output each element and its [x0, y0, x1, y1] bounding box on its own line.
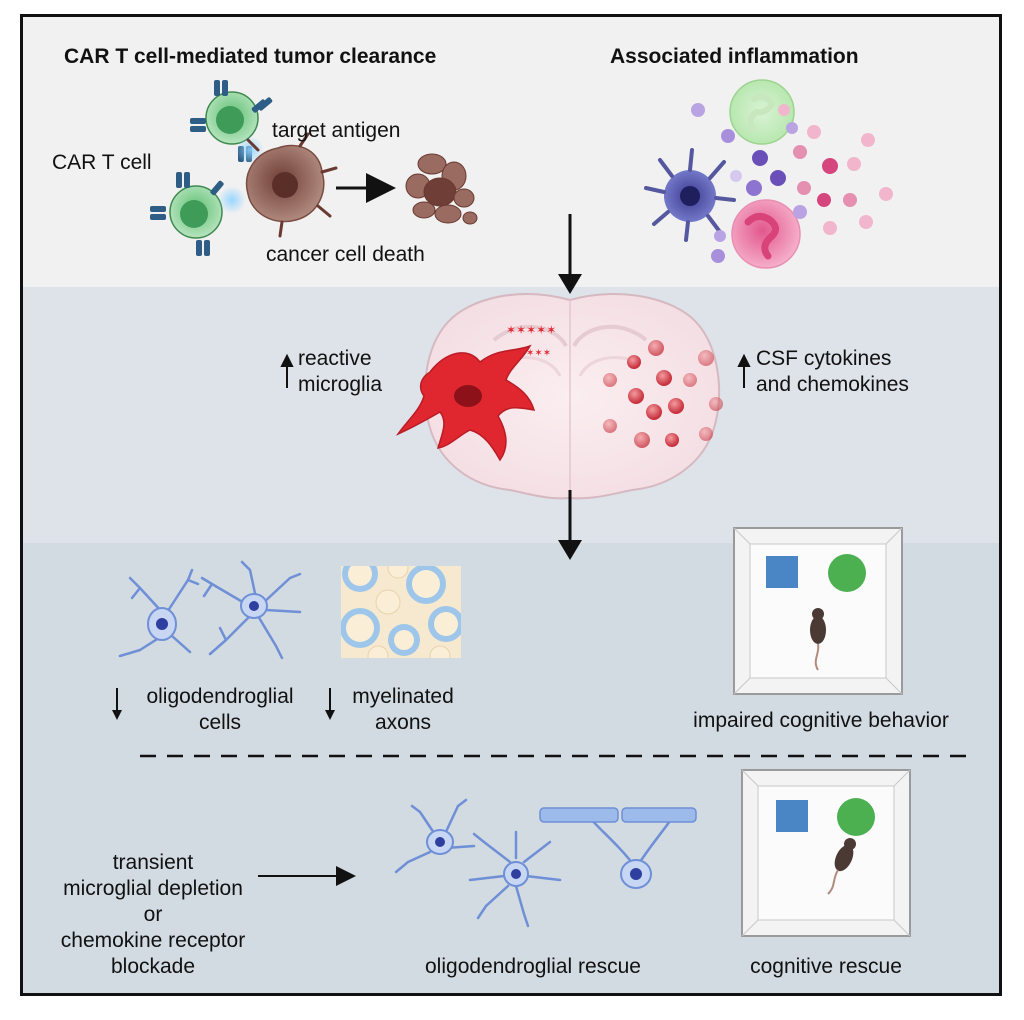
treatment-line4: chemokine receptor	[60, 929, 246, 952]
impaired-cognitive-behavior-label: impaired cognitive behavior	[693, 709, 949, 732]
decrease-arrow-myelin	[325, 688, 335, 720]
reactive-microglia-cell	[395, 344, 536, 462]
myelinated-axons-line2: axons	[374, 711, 432, 734]
svg-text:✶✶✶✶✶: ✶✶✶✶✶	[506, 323, 556, 337]
arrow-to-brain-head	[558, 274, 582, 294]
oligodendrocyte-cells	[118, 560, 302, 660]
heading-car-t-clearance: CAR T cell-mediated tumor clearance	[64, 45, 437, 68]
novel-object-square	[766, 556, 798, 588]
csf-cytokines-line2: and chemokines	[756, 373, 909, 396]
csf-cytokine-beads	[603, 340, 723, 448]
novel-object-circle	[837, 798, 875, 836]
dendritic-cell	[644, 148, 736, 242]
myelin-sheath	[621, 807, 697, 823]
antigen-binding-glow	[218, 186, 246, 214]
csf-cytokines-line1: CSF cytokines	[756, 347, 892, 370]
behavior-arena-rescue	[741, 769, 911, 937]
cognitive-rescue-label: cognitive rescue	[750, 955, 902, 978]
behavior-arena-impaired	[733, 527, 903, 695]
antigen-binding-glow	[236, 136, 264, 164]
mouse-icon	[827, 838, 856, 895]
reactive-microglia-line2: microglia	[298, 373, 383, 396]
arrow-to-outcomes-head	[558, 540, 582, 560]
increase-arrow-microglia	[280, 353, 294, 388]
oligodendrocyte-nucleus	[630, 868, 642, 880]
dying-cancer-cell	[405, 153, 478, 225]
mouse-icon	[810, 608, 826, 671]
treatment-line1: transient	[112, 851, 194, 874]
myelin-sheath	[539, 807, 619, 823]
reactive-microglia-line1: reactive	[298, 347, 372, 370]
myelinated-axons-tile	[341, 566, 461, 658]
neutrophil	[731, 199, 801, 269]
cancer-cell	[245, 132, 338, 238]
oligodendrocyte-nucleus	[511, 869, 521, 879]
cancer-cell-death-label: cancer cell death	[266, 243, 425, 266]
inflammation-cluster	[644, 79, 893, 269]
oligodendroglial-cells-line1: oligodendroglial	[146, 685, 294, 708]
decrease-arrow-oligo	[112, 688, 122, 720]
inflammation-sparks: ✶✶✶✶✶ ✶✶✶	[506, 323, 556, 359]
target-antigen-label: target antigen	[272, 119, 401, 142]
oligodendrocyte-nucleus	[435, 837, 445, 847]
oligodendrocyte-nucleus	[249, 601, 259, 611]
heading-associated-inflammation: Associated inflammation	[610, 45, 859, 68]
oligodendroglial-rescue-label: oligodendroglial rescue	[425, 955, 641, 978]
cytokine-beads	[691, 103, 893, 263]
oligodendrocyte-nucleus	[156, 618, 168, 630]
treatment-line3: or	[143, 903, 163, 926]
car-t-cell-lower	[150, 172, 224, 256]
panel-car-t	[23, 17, 999, 287]
novel-object-circle	[828, 554, 866, 592]
svg-text:✶✶✶: ✶✶✶	[526, 348, 551, 359]
treatment-line5: blockade	[110, 955, 196, 978]
oligodendroglial-cells-line2: cells	[198, 711, 241, 734]
novel-object-square	[776, 800, 808, 832]
myelinated-axons-line1: myelinated	[352, 685, 454, 708]
increase-arrow-csf	[737, 353, 751, 388]
treatment-line2: microglial depletion	[63, 877, 243, 900]
car-t-cell-label: CAR T cell	[52, 151, 152, 174]
